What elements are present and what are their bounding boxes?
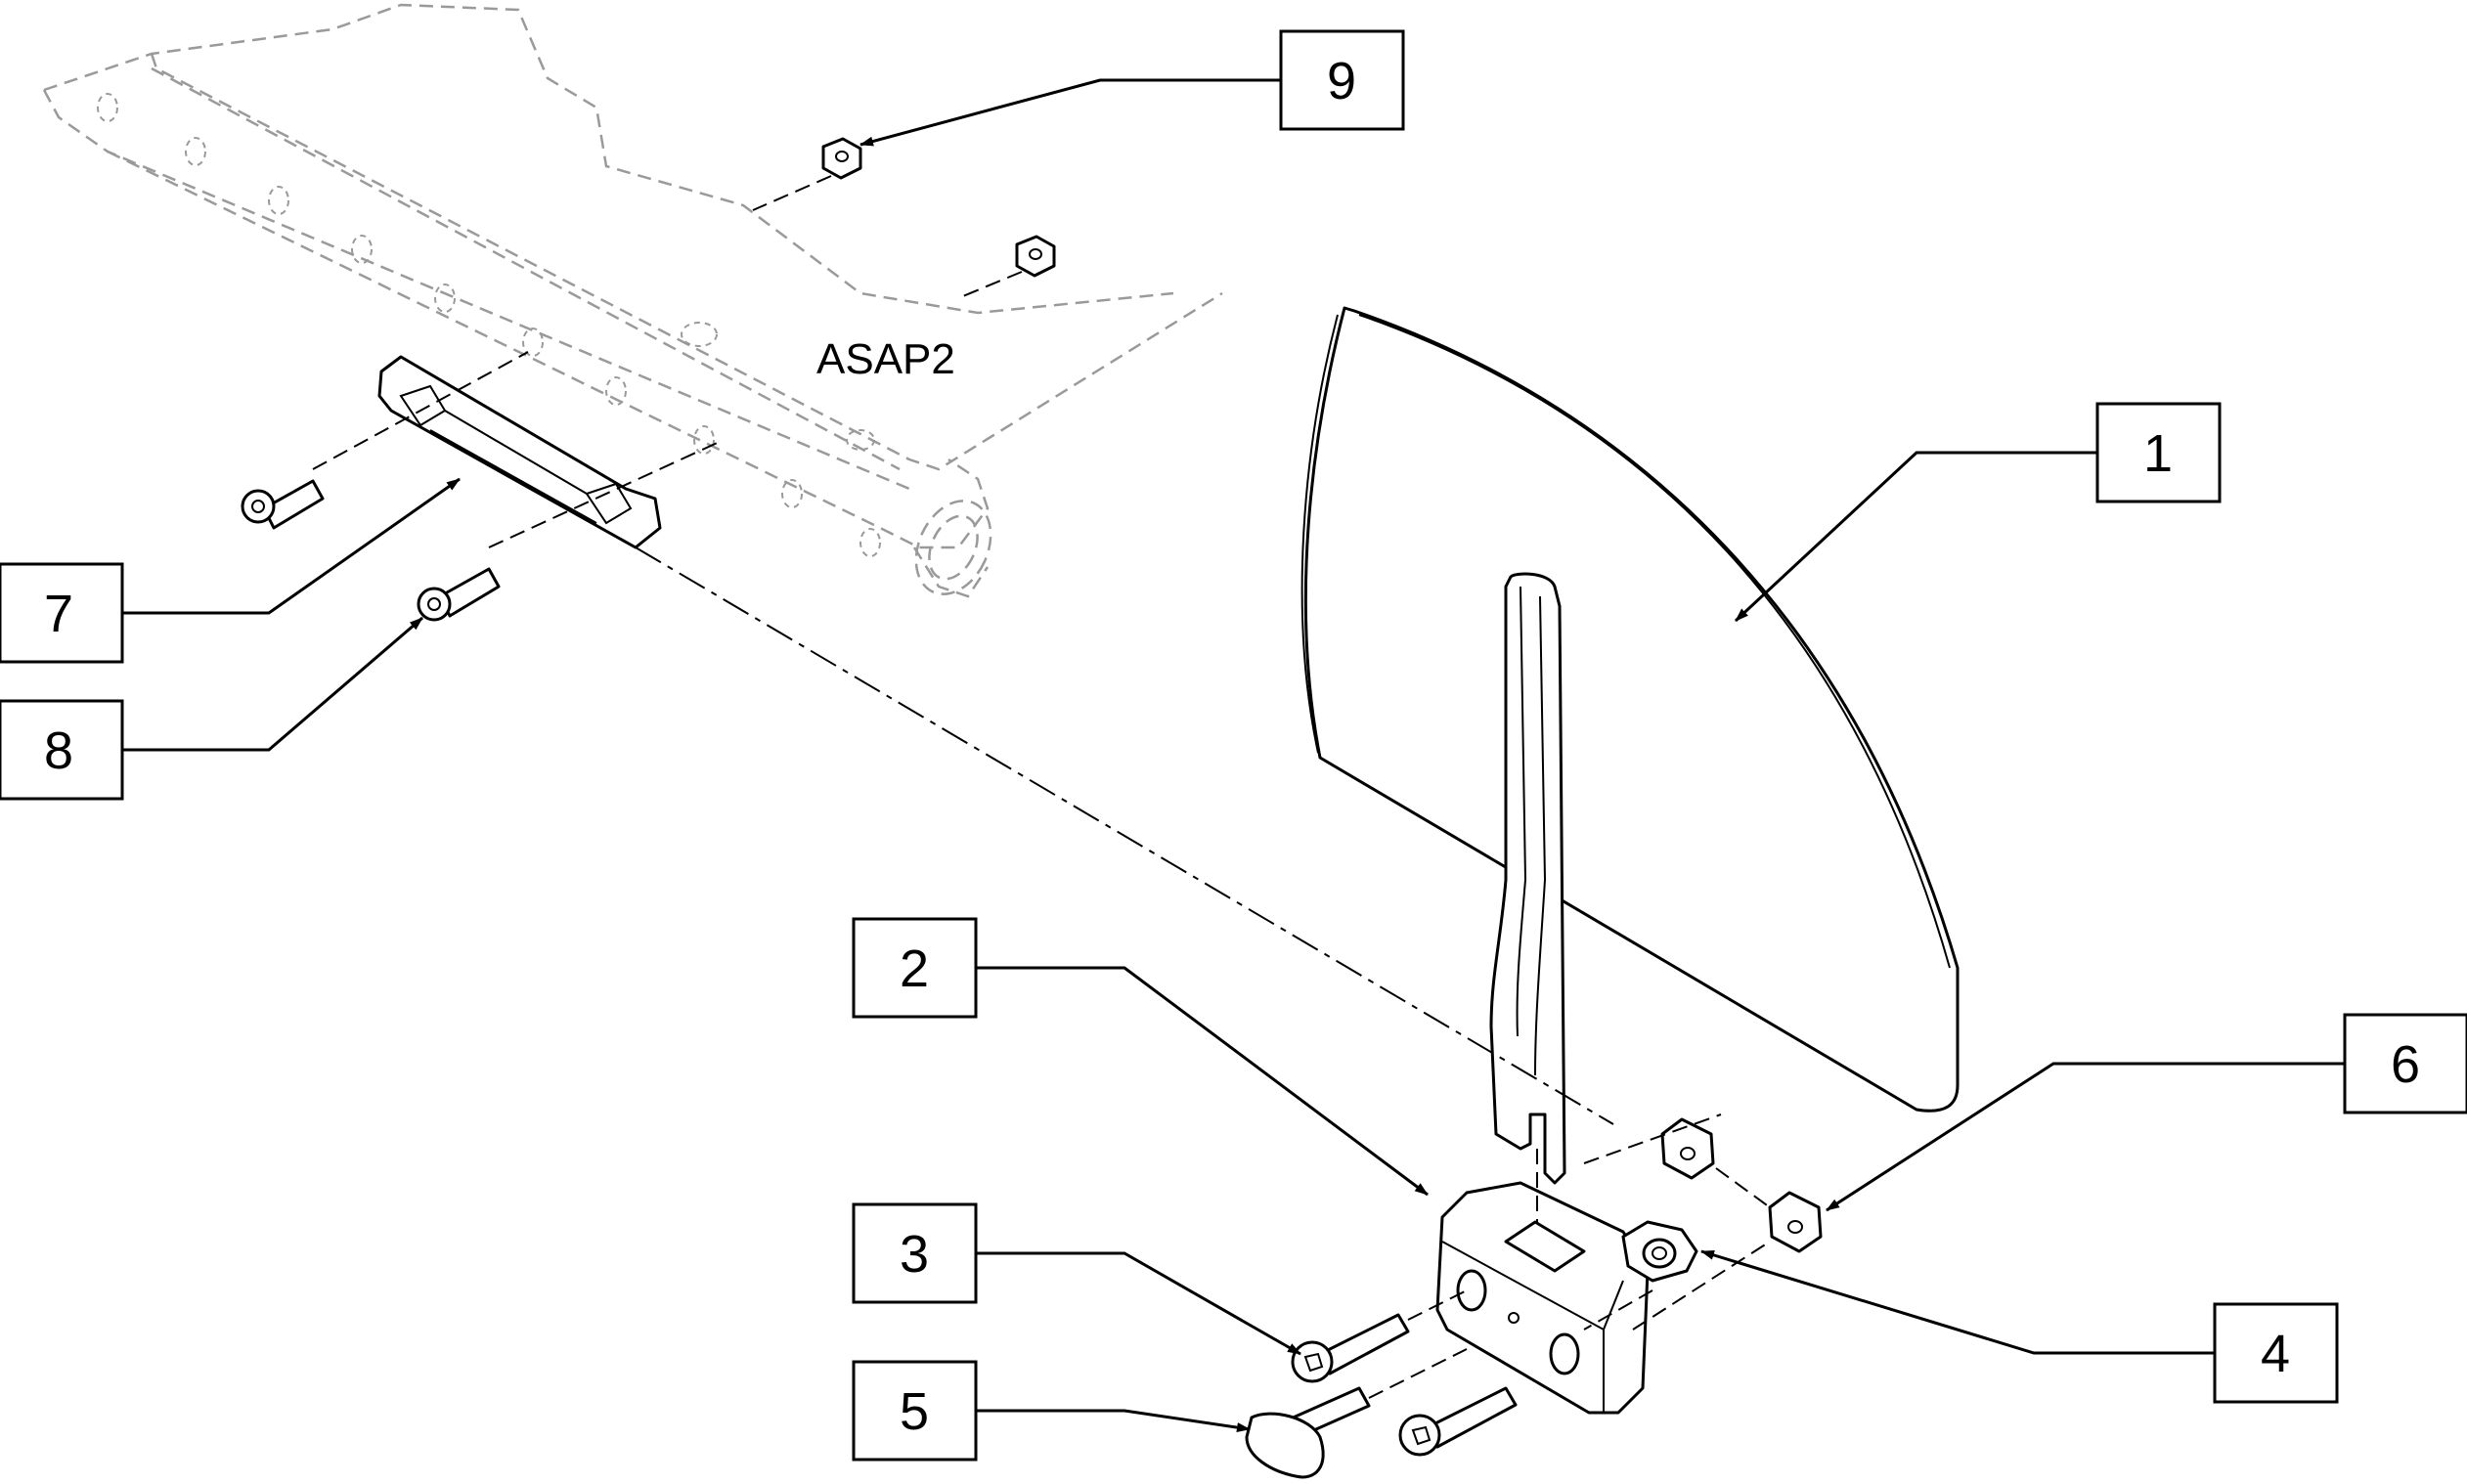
callout-4: 4 bbox=[1700, 1249, 2339, 1404]
part-9-hex-nuts bbox=[752, 137, 1056, 299]
part-3-socket-screw bbox=[1291, 1289, 1518, 1457]
part-6-square-nuts bbox=[1583, 1113, 1823, 1331]
callout-2-label: 2 bbox=[900, 939, 929, 998]
part-4-hex-nut bbox=[1583, 1220, 1698, 1331]
callout-7-label: 7 bbox=[44, 585, 73, 643]
callout-5-label: 5 bbox=[900, 1382, 929, 1441]
part-7-mounting-bracket bbox=[312, 351, 725, 549]
callout-3: 3 bbox=[852, 1202, 1301, 1356]
callout-1: 1 bbox=[1734, 402, 2222, 623]
callout-4-label: 4 bbox=[2261, 1325, 2290, 1383]
callout-9: 9 bbox=[859, 29, 1405, 147]
callout-6-label: 6 bbox=[2391, 1035, 2420, 1094]
part-2-post-and-block bbox=[1435, 572, 1650, 1415]
part-5-wing-knob bbox=[1245, 1348, 1468, 1479]
part-1-side-panel bbox=[1300, 306, 1960, 1113]
callout-5: 5 bbox=[852, 1360, 1251, 1462]
callout-1-label: 1 bbox=[2143, 424, 2173, 483]
callout-2: 2 bbox=[852, 917, 1429, 1197]
callout-3-label: 3 bbox=[900, 1225, 929, 1284]
ghost-seat-frame bbox=[42, 3, 1223, 598]
callout-8-label: 8 bbox=[44, 721, 73, 780]
model-label: ASAP2 bbox=[816, 335, 955, 383]
callout-8: 8 bbox=[0, 616, 423, 801]
callout-6: 6 bbox=[1826, 1013, 2467, 1212]
assembly-centerlines bbox=[635, 546, 1614, 1222]
callout-9-label: 9 bbox=[1327, 52, 1356, 110]
callout-7: 7 bbox=[0, 477, 461, 664]
part-8-screws bbox=[241, 479, 501, 622]
